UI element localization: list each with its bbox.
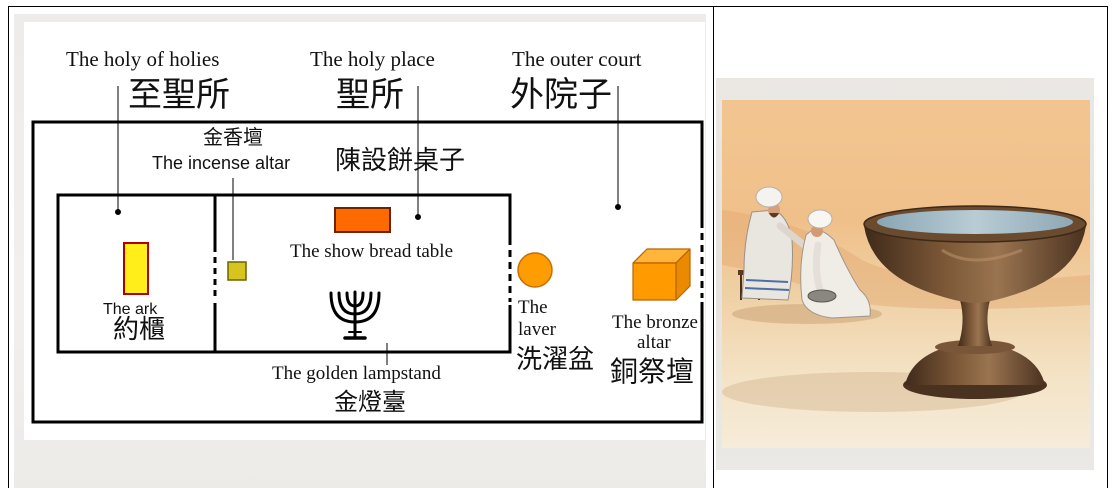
laver-stem [958, 300, 992, 346]
bronze-altar-front-face [632, 262, 677, 301]
laver-water [877, 210, 1073, 234]
golden-lampstand-label-zh: 金燈臺 [334, 388, 406, 416]
golden-lampstand-label: The golden lampstand [272, 363, 441, 384]
laver-label-line1: The [518, 297, 548, 318]
seated-priest-robe [741, 209, 793, 301]
show-bread-table-label-zh: 陳設餅桌子 [335, 146, 466, 176]
bronze-altar-label-line1: The bronze [612, 312, 698, 333]
ark-marker [123, 242, 149, 295]
priest-figures [738, 186, 871, 319]
leader-lines [115, 86, 621, 365]
laver-base-top [935, 340, 1015, 354]
table-frame [8, 6, 1108, 488]
bronze-altar-label-zh: 銅祭壇 [610, 355, 695, 388]
tabernacle-wall-solid [56, 193, 512, 354]
outer-court-label: The outer court [512, 47, 642, 71]
leader-dot-outer-court [615, 204, 621, 210]
outer-court-label-zh: 外院子 [510, 75, 612, 115]
show-bread-table-marker [334, 207, 391, 233]
ark-label-zh: 約櫃 [113, 315, 166, 345]
holy-of-holies-label-zh: 至聖所 [128, 75, 230, 115]
leader-dot-holy-place [415, 214, 421, 220]
bronze-altar-marker [632, 248, 691, 301]
holy-place-label: The holy place [310, 47, 435, 71]
cell-divider [713, 6, 714, 488]
laver-label-line2: laver [518, 319, 556, 340]
laver-bowl-highlight [941, 248, 1023, 262]
show-bread-table-label: The show bread table [290, 241, 454, 262]
incense-altar-marker [227, 261, 247, 281]
small-basin [807, 289, 837, 303]
menorah-icon [329, 290, 381, 340]
tabernacle-diagram [31, 86, 704, 424]
seated-priest-beard [769, 213, 779, 218]
laver-label-zh: 洗濯盆 [516, 345, 595, 375]
bronze-laver [863, 205, 1087, 399]
laver-bowl [864, 226, 1086, 303]
holy-of-holies-label: The holy of holies [66, 47, 220, 71]
leader-dot-holy-of-holies [115, 209, 121, 215]
incense-altar-label-zh: 金香壇 [203, 125, 263, 149]
kneeling-priest-turban [807, 209, 833, 229]
bronze-altar-label-line2: altar [637, 332, 671, 353]
tabernacle-wall [56, 193, 512, 354]
seated-priest-turban [755, 186, 783, 208]
outer-court-wall-solid [31, 120, 704, 424]
incense-altar-label: The incense altar [152, 153, 291, 173]
ark-label: The ark [103, 301, 158, 318]
laver-base [905, 345, 1045, 385]
kneeling-priest-arm [812, 241, 824, 294]
holy-place-label-zh: 聖所 [336, 75, 404, 115]
outer-court-wall [31, 120, 704, 424]
laver-marker [517, 252, 553, 288]
laver-illustration [722, 100, 1090, 448]
seated-priest-sash [744, 279, 790, 291]
